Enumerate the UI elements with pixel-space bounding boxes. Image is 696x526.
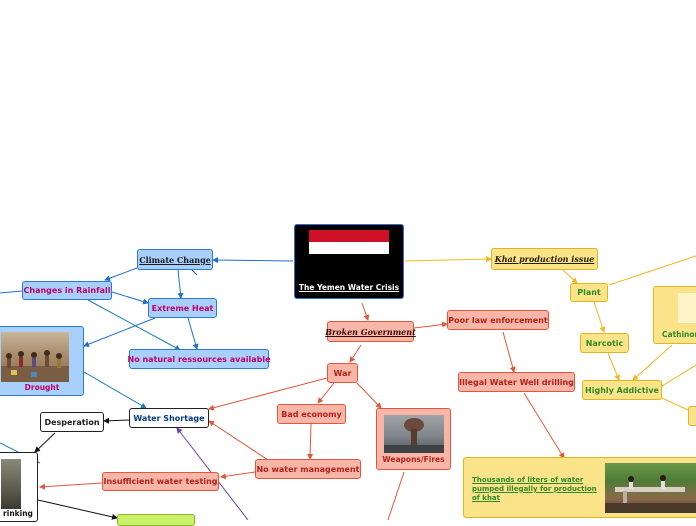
link-climate-rainfall [104, 267, 138, 282]
drinking-label: rinking [3, 509, 33, 518]
node-broken-government[interactable]: Broken Government [325, 321, 416, 342]
climate-title: Climate Change [139, 254, 211, 265]
drinking-photo [1, 459, 21, 509]
node-khat-production[interactable]: Khat production issue [491, 248, 598, 270]
link-law-drilling [502, 331, 516, 373]
weapons-label: Weapons/Fires [382, 455, 445, 464]
heat-label: Extreme Heat [151, 303, 214, 313]
link-drilling-thousands [523, 392, 565, 459]
link-plant-narcotic [593, 301, 606, 333]
link-right-addictive [661, 364, 696, 387]
well-pump-photo [605, 463, 696, 513]
narcotic-label: Narcotic [585, 338, 624, 348]
link-addictive-right [661, 397, 689, 411]
node-thousands-liters[interactable]: Thousands of liters of water pumped ille… [463, 457, 696, 518]
link-rainfall-resources [87, 299, 181, 351]
node-drought[interactable]: Drought [0, 326, 84, 396]
link-cathinone-addictive [632, 344, 673, 381]
link-government-war [349, 344, 362, 363]
node-climate-change[interactable]: Climate Change [137, 249, 213, 270]
node-illegal-well-drilling[interactable]: Illegal Water Well drilling [458, 372, 575, 392]
node-weapons-fires[interactable]: Weapons/Fires [376, 408, 451, 470]
testing-label: Insufficient water testing [103, 477, 218, 486]
link-war-economy [317, 382, 335, 404]
link-rainfall-left [0, 290, 23, 294]
rainfall-label: Changes in Rainfall [23, 286, 111, 295]
node-drinking[interactable]: rinking [0, 452, 38, 522]
shortage-label: Water Shortage [133, 413, 205, 423]
node-bad-economy[interactable]: Bad economy [277, 404, 346, 424]
node-narcotic[interactable]: Narcotic [580, 333, 629, 353]
economy-label: Bad economy [281, 409, 342, 419]
link-heat-resources [187, 317, 199, 350]
link-root-khat [404, 256, 492, 263]
root-node[interactable]: The Yemen Water Crisis [294, 224, 404, 299]
root-label: The Yemen Water Crisis [298, 283, 400, 292]
link-weapons-down [387, 471, 405, 520]
drought-label: Drought [24, 383, 60, 392]
cathinone-image [678, 293, 696, 323]
link-testing-left [39, 482, 103, 490]
link-rainfall-heat [111, 291, 149, 305]
link-war-shortage [208, 377, 328, 411]
link-plant-right [608, 255, 696, 286]
node-cathinone[interactable]: Cathinon [653, 286, 696, 344]
node-green-partial[interactable] [117, 514, 195, 526]
link-heat-drought [83, 317, 156, 347]
node-changes-in-rainfall[interactable]: Changes in Rainfall [22, 281, 112, 300]
link-shortage-desperation [103, 417, 130, 424]
thousands-label: Thousands of liters of water pumped ille… [472, 476, 597, 502]
resources-label: No natural ressources available [127, 354, 271, 364]
management-label: No water management [256, 464, 360, 474]
node-no-natural-resources[interactable]: No natural ressources available [127, 349, 271, 369]
link-desperation-left [34, 432, 56, 453]
law-label: Poor law enforcement [448, 315, 548, 325]
link-khat-plant [562, 269, 578, 284]
node-water-shortage[interactable]: Water Shortage [129, 408, 209, 428]
node-insufficient-testing[interactable]: Insufficient water testing [102, 472, 219, 491]
addictive-label: Highly Addictive [585, 385, 659, 395]
node-poor-law-enforcement[interactable]: Poor law enforcement [447, 310, 549, 330]
explosion-photo [384, 415, 444, 453]
cathinone-label: Cathinon [662, 330, 696, 339]
node-desperation[interactable]: Desperation [40, 412, 104, 432]
link-root-government [361, 302, 370, 321]
government-title: Broken Government [325, 326, 416, 337]
node-war[interactable]: War [327, 363, 358, 383]
link-climate-heat [177, 269, 184, 299]
link-narcotic-addictive [607, 352, 620, 381]
link-war-weapons [356, 382, 382, 409]
drilling-label: Illegal Water Well drilling [459, 377, 574, 387]
war-label: War [333, 368, 352, 378]
khat-title: Khat production issue [494, 254, 595, 264]
node-no-water-management[interactable]: No water management [255, 459, 361, 479]
link-drought-shortage [83, 371, 147, 409]
node-extreme-heat[interactable]: Extreme Heat [148, 298, 217, 318]
link-management-shortage [208, 420, 269, 461]
link-drinking-green [37, 499, 118, 520]
node-plant[interactable]: Plant [570, 283, 608, 302]
yemen-flag-icon [309, 230, 389, 266]
drought-photo [1, 332, 69, 382]
link-economy-management [307, 423, 314, 460]
plant-label: Plant [577, 288, 601, 297]
desperation-label: Desperation [44, 417, 100, 427]
node-highly-addictive[interactable]: Highly Addictive [582, 380, 662, 400]
node-yellow-partial[interactable] [688, 406, 696, 426]
link-root-climate [212, 257, 294, 264]
link-government-law [413, 321, 448, 329]
link-management-testing [220, 471, 256, 480]
